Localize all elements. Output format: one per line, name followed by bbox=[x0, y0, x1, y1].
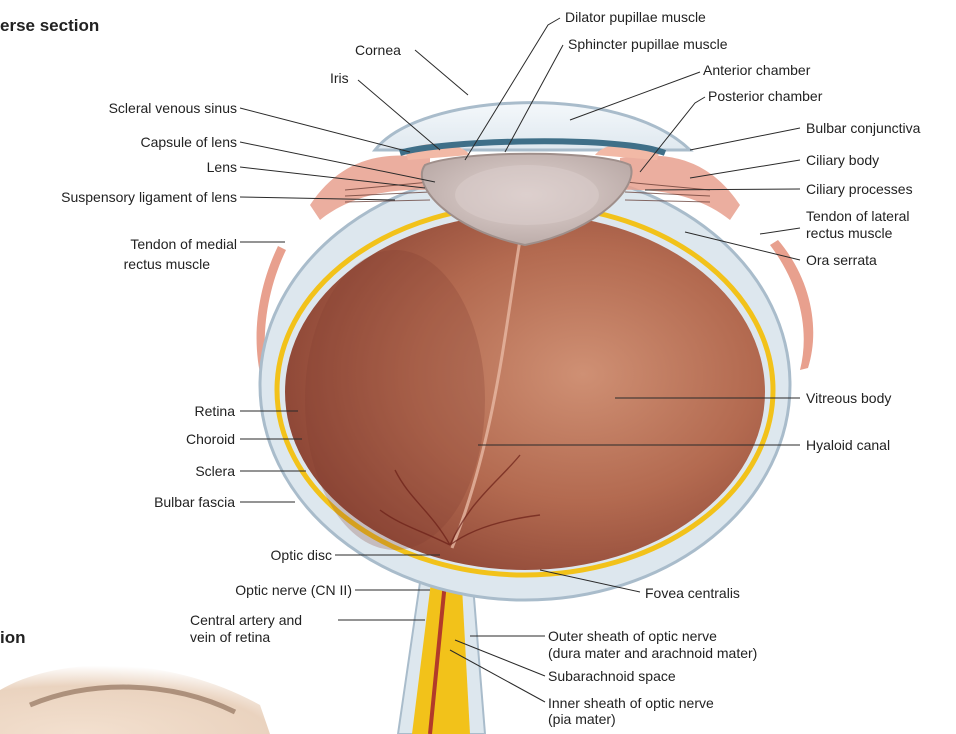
label-posterior-chamber: Posterior chamber bbox=[708, 88, 822, 104]
label-central-artery-1: Central artery and bbox=[190, 612, 302, 628]
label-outer-sheath-1: Outer sheath of optic nerve bbox=[548, 628, 717, 644]
label-tendon-lateral-1: Tendon of lateral bbox=[806, 208, 910, 224]
label-lens: Lens bbox=[150, 159, 237, 175]
label-inner-sheath-2: (pia mater) bbox=[548, 711, 616, 727]
label-bulbar-fascia: Bulbar fascia bbox=[110, 494, 235, 510]
label-iris: Iris bbox=[330, 70, 349, 86]
label-choroid: Choroid bbox=[150, 431, 235, 447]
label-cornea: Cornea bbox=[355, 42, 401, 58]
label-fovea-centralis: Fovea centralis bbox=[645, 585, 740, 601]
label-ciliary-processes: Ciliary processes bbox=[806, 181, 913, 197]
label-optic-nerve: Optic nerve (CN II) bbox=[180, 582, 352, 598]
label-sclera: Sclera bbox=[150, 463, 235, 479]
label-bulbar-conjunctiva: Bulbar conjunctiva bbox=[806, 120, 920, 136]
label-tendon-medial-1: Tendon of medial bbox=[80, 236, 237, 252]
label-scleral-venous-sinus: Scleral venous sinus bbox=[70, 100, 237, 116]
label-ora-serrata: Ora serrata bbox=[806, 252, 877, 268]
label-hyaloid-canal: Hyaloid canal bbox=[806, 437, 890, 453]
label-capsule-of-lens: Capsule of lens bbox=[90, 134, 237, 150]
label-tendon-medial-2: rectus muscle bbox=[80, 256, 210, 272]
section-heading-top: erse section bbox=[0, 16, 99, 36]
label-sphincter: Sphincter pupillae muscle bbox=[568, 36, 728, 52]
section-heading-bottom: ion bbox=[0, 628, 26, 648]
label-central-artery-2: vein of retina bbox=[190, 629, 270, 645]
label-anterior-chamber: Anterior chamber bbox=[703, 62, 810, 78]
label-suspensory-ligament: Suspensory ligament of lens bbox=[0, 189, 237, 205]
lens-nucleus bbox=[455, 165, 599, 225]
label-tendon-lateral-2: rectus muscle bbox=[806, 225, 892, 241]
label-ciliary-body: Ciliary body bbox=[806, 152, 879, 168]
label-retina: Retina bbox=[150, 403, 235, 419]
label-subarachnoid-space: Subarachnoid space bbox=[548, 668, 676, 684]
label-inner-sheath-1: Inner sheath of optic nerve bbox=[548, 695, 714, 711]
vitreous-shadow bbox=[305, 250, 485, 550]
label-optic-disc: Optic disc bbox=[230, 547, 332, 563]
label-dilator: Dilator pupillae muscle bbox=[565, 9, 706, 25]
label-vitreous-body: Vitreous body bbox=[806, 390, 891, 406]
label-outer-sheath-2: (dura mater and arachnoid mater) bbox=[548, 645, 757, 661]
